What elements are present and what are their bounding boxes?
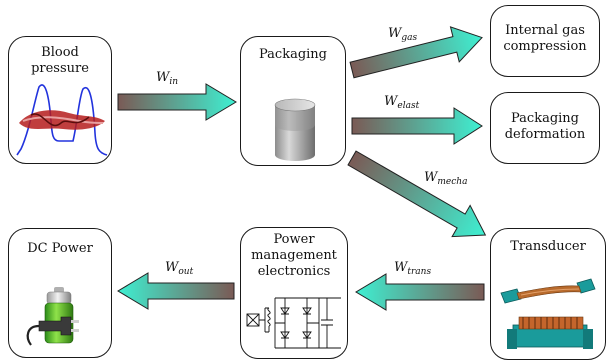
packaging-deformation-title: Packaging deformation [504, 111, 586, 142]
label-w-mecha: Wmecha [424, 170, 468, 187]
arrow-w-mecha [347, 150, 487, 238]
battery-plug-icon [26, 287, 79, 346]
transducer-coil-icon [500, 278, 596, 349]
label-w-gas: Wgas [388, 26, 418, 43]
packaging-deformation-box: Packaging deformation [490, 92, 600, 164]
label-w-in: Win [156, 70, 179, 87]
blood-pressure-box: Blood pressure [8, 36, 112, 164]
packaging-cylinder-icon [274, 98, 316, 161]
arrow-w-gas [349, 26, 483, 79]
label-w-elast: Welast [384, 94, 420, 111]
internal-gas-compression-box: Internal gas compression [490, 5, 600, 77]
arrow-w-out [117, 272, 235, 310]
packaging-title: Packaging [259, 47, 327, 62]
blood-pressure-waveform-icon [16, 84, 108, 156]
internal-gas-compression-title: Internal gas compression [503, 23, 587, 54]
rectifier-circuit-icon [246, 297, 341, 349]
power-management-box: Power management electronics [240, 227, 348, 359]
transducer-box: Transducer [490, 228, 606, 360]
label-w-trans: Wtrans [394, 260, 432, 277]
dc-power-box: DC Power [8, 228, 112, 358]
power-management-title: Power management electronics [251, 232, 337, 279]
arrow-w-elast [351, 107, 483, 145]
label-w-out: Wout [165, 260, 194, 277]
blood-pressure-title: Blood pressure [31, 45, 89, 76]
packaging-box: Packaging [240, 36, 346, 166]
arrow-w-in [117, 83, 237, 121]
arrow-w-trans [355, 273, 485, 311]
transducer-title: Transducer [510, 239, 586, 254]
dc-power-title: DC Power [27, 241, 93, 256]
